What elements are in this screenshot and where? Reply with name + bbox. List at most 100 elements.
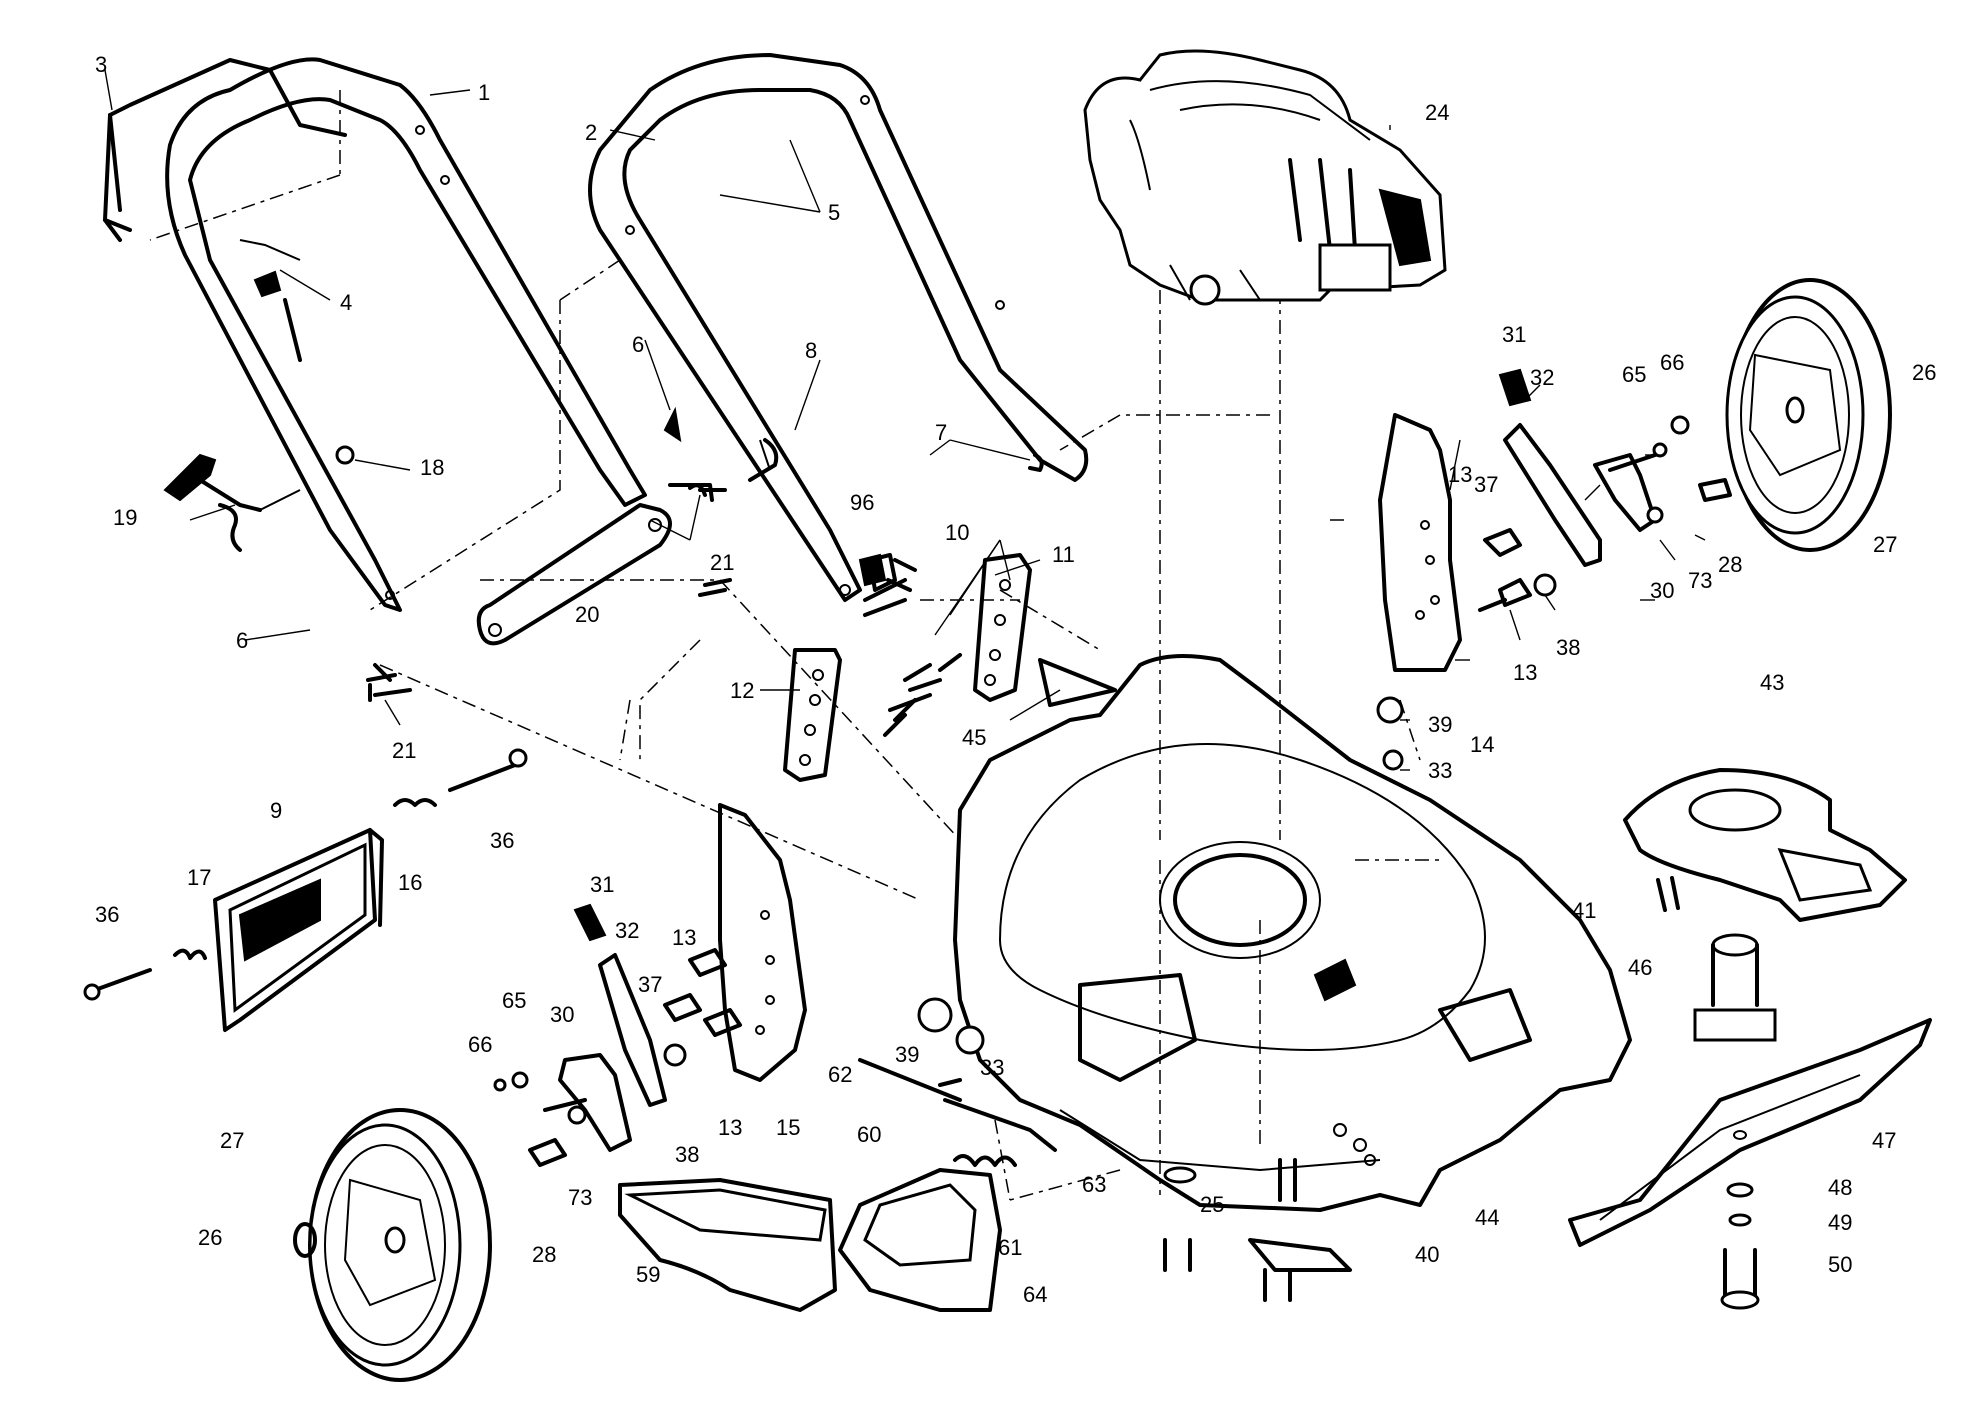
callout-32-right: 32 <box>1530 365 1554 390</box>
callout-30-right: 30 <box>1650 578 1674 603</box>
callout-7: 7 <box>935 420 947 445</box>
blade-adapter <box>1623 768 1907 922</box>
callout-61: 61 <box>998 1235 1022 1260</box>
callout-39-right: 39 <box>1428 712 1452 737</box>
callouts: 1 2 3 4 5 6 6 7 8 9 10 11 12 13 13 13 13… <box>95 52 1936 1307</box>
blade <box>1568 1018 1932 1247</box>
link-rod <box>476 503 672 646</box>
callout-65-right: 65 <box>1622 362 1646 387</box>
callout-12: 12 <box>730 678 754 703</box>
callout-26-left: 26 <box>198 1225 222 1250</box>
callout-16: 16 <box>398 870 422 895</box>
callout-18: 18 <box>420 455 444 480</box>
callout-37-left: 37 <box>638 972 662 997</box>
hardware <box>335 406 1044 737</box>
callout-30-left: 30 <box>550 1002 574 1027</box>
callout-41: 41 <box>1572 898 1596 923</box>
wheel-left <box>293 1108 492 1382</box>
callout-43: 43 <box>1760 670 1784 695</box>
handle-knob <box>163 453 301 552</box>
callout-64: 64 <box>1023 1282 1047 1307</box>
callout-39-left: 39 <box>895 1042 919 1067</box>
callout-1: 1 <box>478 80 490 105</box>
callout-37-right: 37 <box>1474 472 1498 497</box>
callout-73-left: 73 <box>568 1185 592 1210</box>
engine <box>1083 49 1447 306</box>
callout-33-right: 33 <box>1428 758 1452 783</box>
callout-24: 24 <box>1425 100 1449 125</box>
callout-10: 10 <box>945 520 969 545</box>
callout-60: 60 <box>857 1122 881 1147</box>
callout-27-left: 27 <box>220 1128 244 1153</box>
rear-flap <box>618 1178 837 1312</box>
springs-and-rods <box>83 748 528 1001</box>
callout-49: 49 <box>1828 1210 1852 1235</box>
callout-31-right: 31 <box>1502 322 1526 347</box>
height-plate-right <box>1378 413 1462 672</box>
callout-50: 50 <box>1828 1252 1852 1277</box>
callout-20: 20 <box>575 602 599 627</box>
mower-deck <box>953 654 1632 1212</box>
callout-21-upper: 21 <box>710 550 734 575</box>
callout-27-right: 27 <box>1873 532 1897 557</box>
callout-62: 62 <box>828 1062 852 1087</box>
height-brackets <box>783 553 1117 782</box>
small-hardware-left <box>493 948 985 1167</box>
callout-19: 19 <box>113 505 137 530</box>
rod-62 <box>858 1058 962 1102</box>
callout-26-right: 26 <box>1912 360 1936 385</box>
callout-21-lower: 21 <box>392 738 416 763</box>
wheel-right <box>1725 278 1892 552</box>
callout-3: 3 <box>95 52 107 77</box>
callout-6-upper: 6 <box>632 332 644 357</box>
deck-hardware <box>1163 1158 1352 1302</box>
callout-45: 45 <box>962 725 986 750</box>
clip-96 <box>868 553 897 592</box>
small-hardware-right <box>1376 415 1732 771</box>
callout-6-lower: 6 <box>236 628 248 653</box>
leader-lines <box>104 69 1706 771</box>
callout-47: 47 <box>1872 1128 1896 1153</box>
callout-36-right: 36 <box>490 828 514 853</box>
callout-40: 40 <box>1415 1242 1439 1267</box>
callout-33-left: 33 <box>980 1055 1004 1080</box>
callout-63: 63 <box>1082 1172 1106 1197</box>
pivot-parts-right <box>1498 368 1657 567</box>
pivot-parts-left <box>543 903 667 1152</box>
callout-28-left: 28 <box>532 1242 556 1267</box>
mulch-rod-60 <box>938 1078 1057 1152</box>
height-plate-left <box>718 803 807 1082</box>
lower-handle <box>588 53 1089 602</box>
callout-13-b: 13 <box>1513 660 1537 685</box>
upper-handle <box>165 57 647 612</box>
deck-bolt-41 <box>1656 876 1680 912</box>
callout-38-left: 38 <box>675 1142 699 1167</box>
callout-65-left: 65 <box>502 988 526 1013</box>
blade-bolt-stack <box>1720 1182 1760 1310</box>
callout-13-d: 13 <box>718 1115 742 1140</box>
control-bail <box>103 58 347 242</box>
callout-4: 4 <box>340 290 352 315</box>
callout-32-left: 32 <box>615 918 639 943</box>
cable <box>239 239 779 482</box>
callout-96: 96 <box>850 490 874 515</box>
callout-17: 17 <box>187 865 211 890</box>
callout-28-right: 28 <box>1718 552 1742 577</box>
callout-36-left: 36 <box>95 902 119 927</box>
callout-46: 46 <box>1628 955 1652 980</box>
callout-2: 2 <box>585 120 597 145</box>
callout-66-right: 66 <box>1660 350 1684 375</box>
callout-13-c: 13 <box>672 925 696 950</box>
callout-8: 8 <box>805 338 817 363</box>
callout-38-right: 38 <box>1556 635 1580 660</box>
spring-61 <box>953 1154 1017 1167</box>
callout-15: 15 <box>776 1115 800 1140</box>
callout-31-left: 31 <box>590 872 614 897</box>
callout-14: 14 <box>1470 732 1494 757</box>
callout-66-left: 66 <box>468 1032 492 1057</box>
callout-48: 48 <box>1828 1175 1852 1200</box>
callout-9: 9 <box>270 798 282 823</box>
callout-73-right: 73 <box>1688 568 1712 593</box>
callout-13-a: 13 <box>1448 462 1472 487</box>
